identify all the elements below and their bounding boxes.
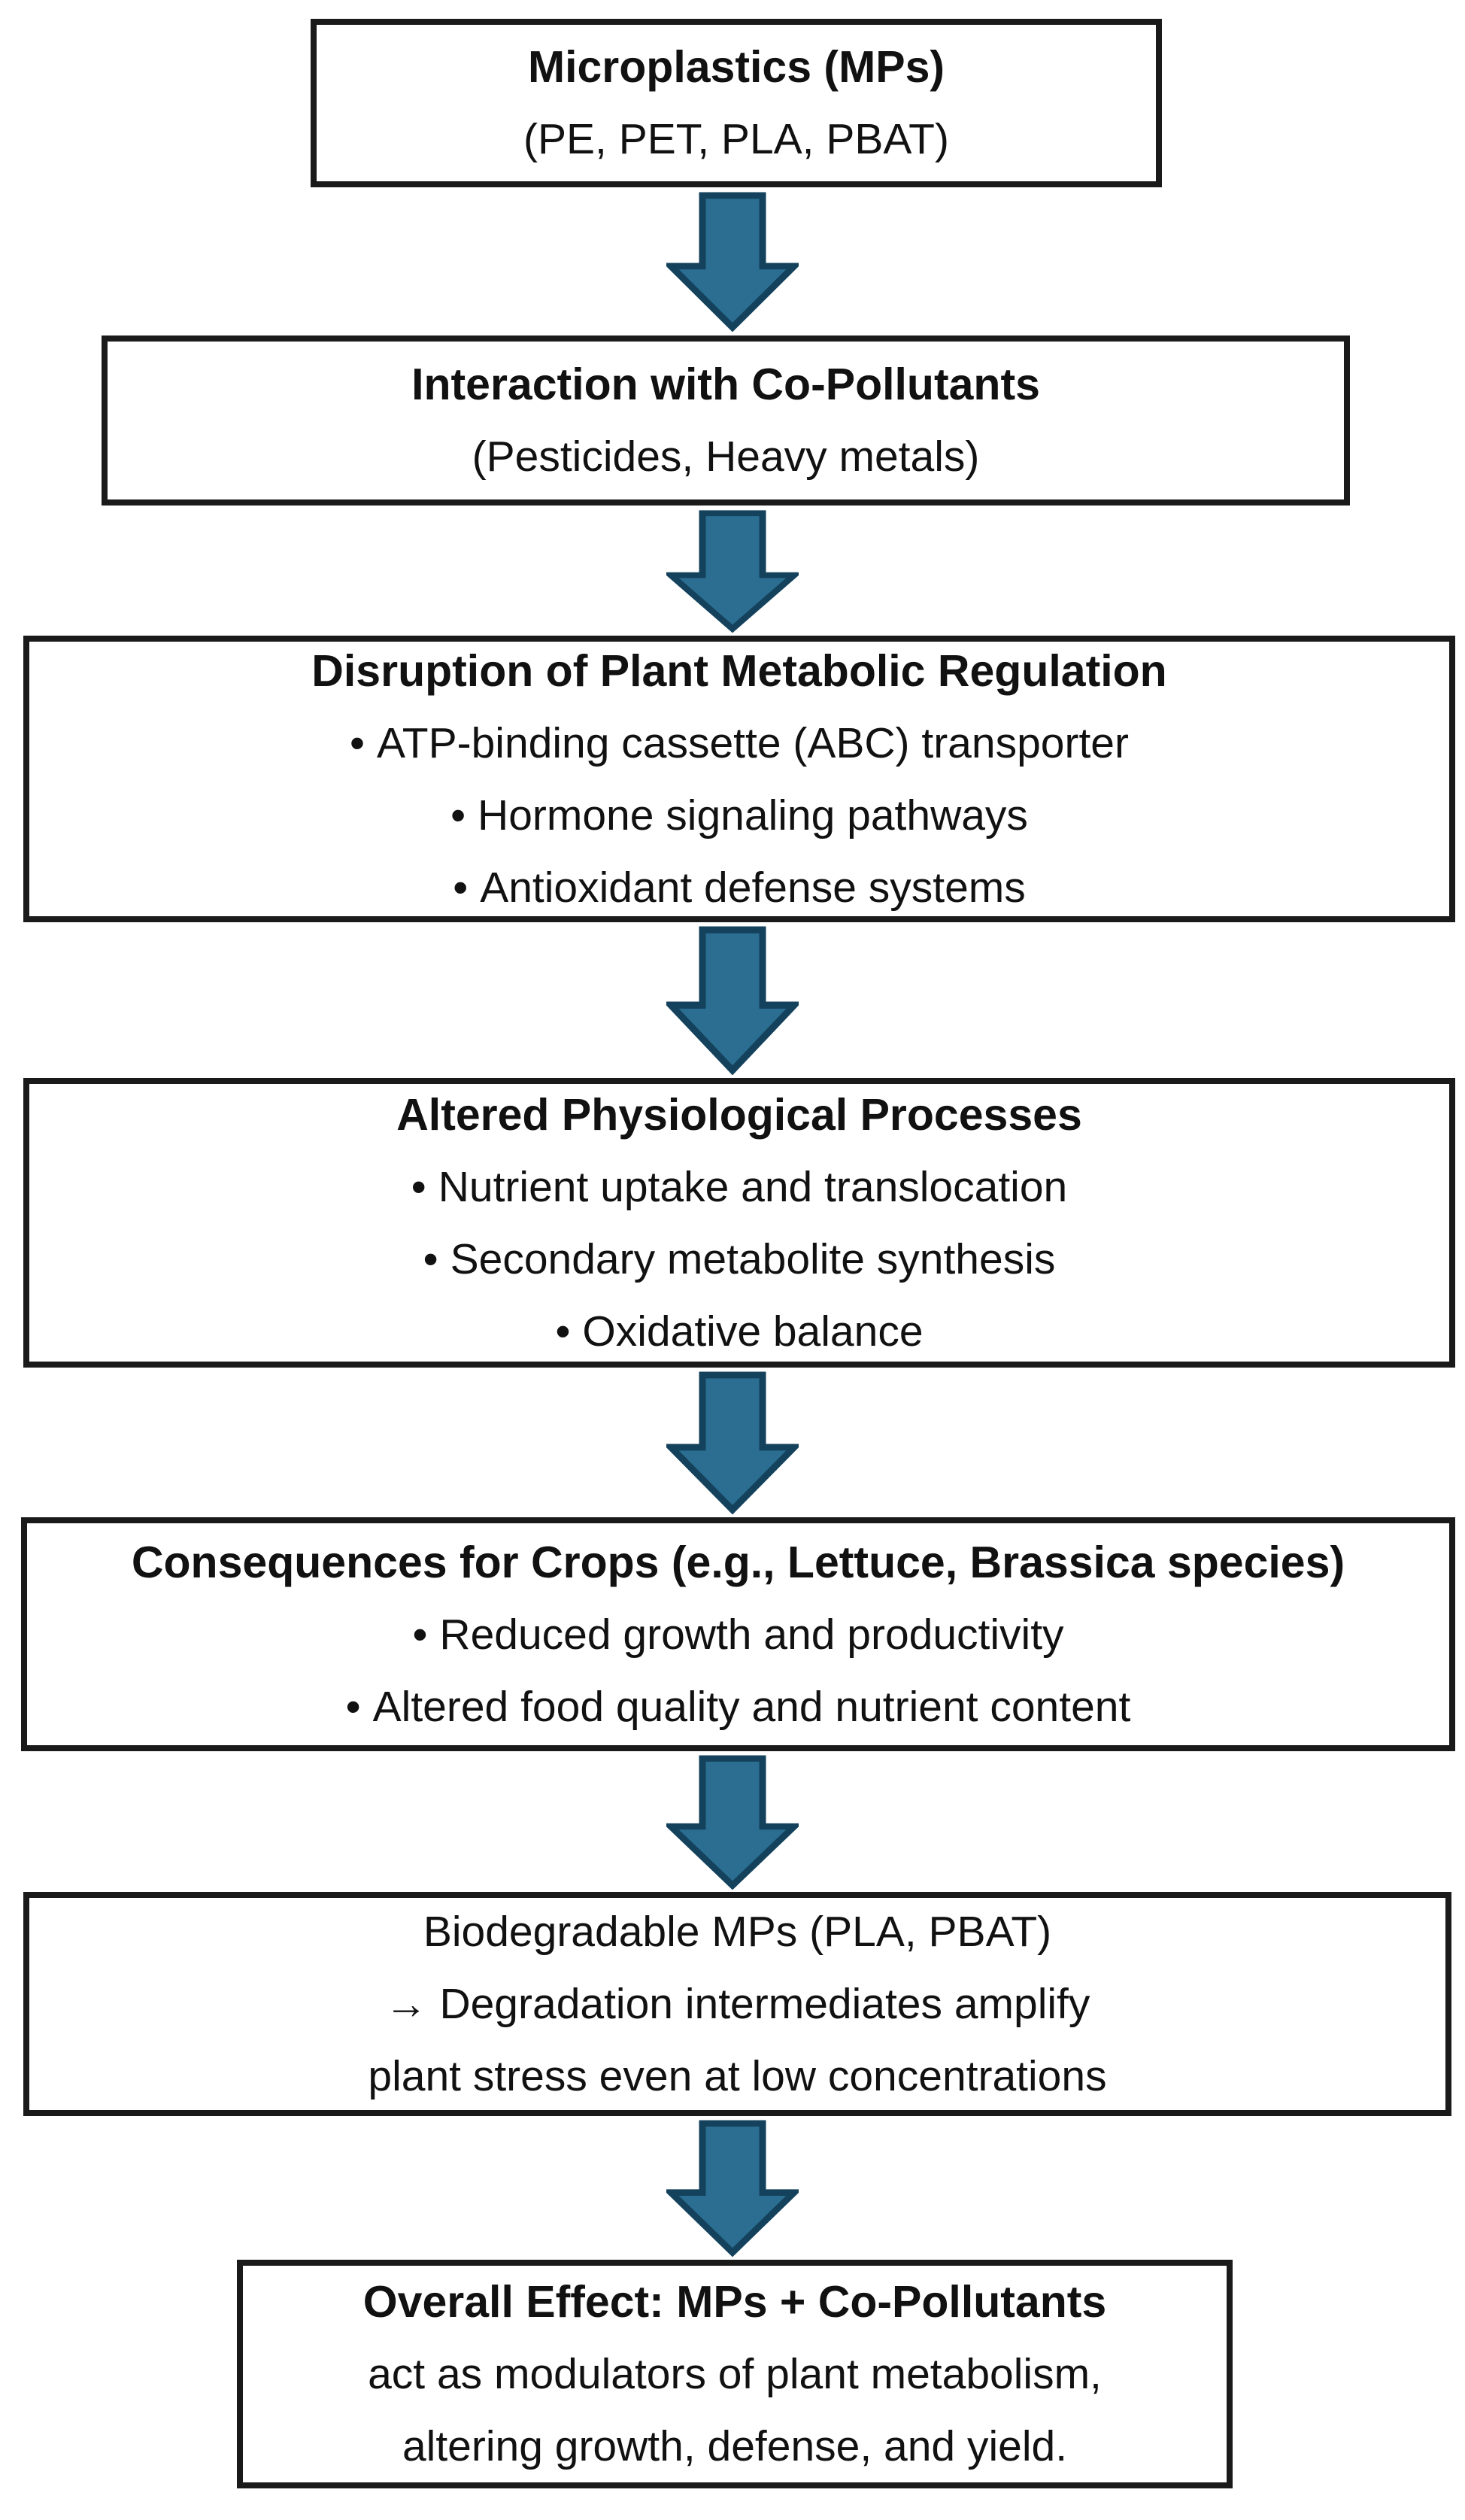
bullet-icon: • — [423, 1234, 438, 1283]
bullet-icon: • — [345, 1682, 361, 1731]
box-title: Microplastics (MPs) — [527, 42, 945, 92]
box-text-line: Biodegradable MPs (PLA, PBAT) — [423, 1908, 1052, 1956]
down-arrow-icon — [666, 1371, 799, 1514]
down-arrow-icon — [666, 1755, 799, 1890]
box-text-line: → Degradation intermediates amplify — [384, 1980, 1090, 2028]
down-arrow-icon — [666, 510, 799, 633]
bullet-text: Oxidative balance — [582, 1307, 924, 1356]
box-title: Altered Physiological Processes — [396, 1089, 1082, 1140]
flow-box-physiological-processes: Altered Physiological Processes •Nutrien… — [23, 1078, 1455, 1368]
box-bullet-line: •Hormone signaling pathways — [450, 779, 1028, 852]
flow-box-metabolic-disruption: Disruption of Plant Metabolic Regulation… — [23, 636, 1455, 922]
box-bullet-line: •Antioxidant defense systems — [453, 852, 1026, 924]
down-arrow-icon — [666, 192, 799, 332]
box-title: Consequences for Crops (e.g., Lettuce, B… — [131, 1537, 1345, 1587]
box-bullet-line: •ATP-binding cassette (ABC) transporter — [350, 707, 1129, 779]
box-bullet-line: •Oxidative balance — [555, 1295, 923, 1368]
box-bullet-line: •Secondary metabolite synthesis — [423, 1223, 1056, 1295]
bullet-text: Nutrient uptake and translocation — [438, 1162, 1068, 1211]
box-bullet-line: •Reduced growth and productivity — [412, 1599, 1063, 1671]
bullet-text: Reduced growth and productivity — [439, 1610, 1064, 1659]
bullet-icon: • — [453, 863, 469, 912]
box-text-line: plant stress even at low concentrations — [368, 2052, 1107, 2100]
flow-box-co-pollutants: Interaction with Co-Pollutants (Pesticid… — [102, 335, 1350, 506]
box-bullet-line: •Nutrient uptake and translocation — [411, 1151, 1068, 1223]
bullet-icon: • — [350, 718, 365, 767]
box-text-line: altering growth, defense, and yield. — [402, 2422, 1068, 2470]
box-text-line: (PE, PET, PLA, PBAT) — [523, 115, 949, 163]
box-title: Disruption of Plant Metabolic Regulation — [311, 645, 1167, 696]
bullet-icon: • — [412, 1610, 428, 1659]
flow-box-crop-consequences: Consequences for Crops (e.g., Lettuce, B… — [21, 1517, 1455, 1751]
flow-box-microplastics: Microplastics (MPs) (PE, PET, PLA, PBAT) — [311, 19, 1162, 187]
box-title: Overall Effect: MPs + Co-Pollutants — [362, 2277, 1107, 2327]
bullet-text: Secondary metabolite synthesis — [450, 1234, 1056, 1283]
bullet-icon: • — [411, 1162, 426, 1211]
down-arrow-icon — [666, 2120, 799, 2257]
bullet-text: Altered food quality and nutrient conten… — [372, 1682, 1131, 1731]
box-text-line: (Pesticides, Heavy metals) — [472, 433, 980, 481]
bullet-text: ATP-binding cassette (ABC) transporter — [376, 718, 1129, 767]
bullet-icon: • — [555, 1307, 571, 1356]
box-title: Interaction with Co-Pollutants — [411, 360, 1040, 409]
box-text-line: act as modulators of plant metabolism, — [368, 2350, 1102, 2398]
bullet-icon: • — [450, 791, 466, 839]
down-arrow-icon — [666, 926, 799, 1075]
bullet-text: Antioxidant defense systems — [480, 863, 1026, 912]
flow-box-overall-effect: Overall Effect: MPs + Co-Pollutants act … — [237, 2260, 1233, 2488]
bullet-text: Hormone signaling pathways — [478, 791, 1028, 839]
flow-box-biodegradable-mps: Biodegradable MPs (PLA, PBAT) → Degradat… — [23, 1892, 1451, 2116]
box-bullet-line: •Altered food quality and nutrient conte… — [346, 1671, 1131, 1743]
